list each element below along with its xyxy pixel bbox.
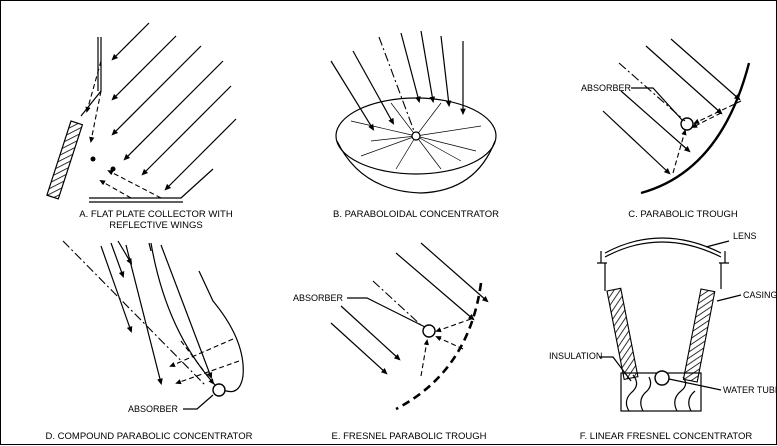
panel-f-linear-fresnel-concentrator: LENS CASING INSULATION WATER TUBE F. LIN… <box>549 231 777 442</box>
panel-e-fresnel-parabolic-trough: ABSORBER E. FRESNEL PARABOLIC TROUGH <box>293 243 487 442</box>
panel-a-flat-plate-collector: A. FLAT PLATE COLLECTOR WITH REFLECTIVE … <box>47 23 236 231</box>
panel-d-compound-parabolic-concentrator: ABSORBER D. COMPOUND PARABOLIC CONCENTRA… <box>46 241 253 442</box>
label-f-lens: LENS <box>733 231 757 241</box>
caption-c: C. PARABOLIC TROUGH <box>628 209 738 220</box>
caption-a-line2: REFLECTIVE WINGS <box>109 220 202 231</box>
label-f-water-tube: WATER TUBE <box>723 385 777 395</box>
caption-e: E. FRESNEL PARABOLIC TROUGH <box>331 431 486 442</box>
panel-c-parabolic-trough: ABSORBER C. PARABOLIC TROUGH <box>581 39 749 220</box>
caption-b: B. PARABOLOIDAL CONCENTRATOR <box>333 209 499 220</box>
label-f-casing: CASING <box>743 290 777 300</box>
caption-f: F. LINEAR FRESNEL CONCENTRATOR <box>580 431 753 442</box>
caption-a-line1: A. FLAT PLATE COLLECTOR WITH <box>79 209 233 220</box>
label-c-absorber: ABSORBER <box>581 83 632 93</box>
panel-b-paraboloidal-concentrator: B. PARABOLOIDAL CONCENTRATOR <box>331 31 499 220</box>
label-f-insulation: INSULATION <box>549 351 602 361</box>
caption-d: D. COMPOUND PARABOLIC CONCENTRATOR <box>46 431 253 442</box>
label-e-absorber: ABSORBER <box>293 293 344 303</box>
label-d-absorber: ABSORBER <box>128 404 179 414</box>
